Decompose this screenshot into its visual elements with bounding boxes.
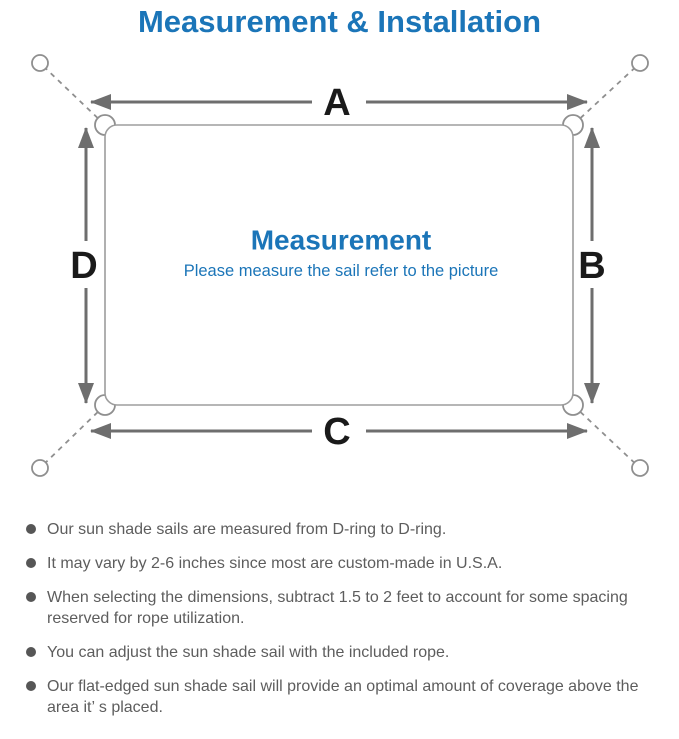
dimension-label-b: B (578, 245, 605, 287)
bullet-icon (26, 524, 36, 534)
anchor-point-icon-bottom-left (31, 459, 49, 477)
measurement-diagram: A C D B Measurement Please measure the s… (31, 54, 649, 477)
list-item-text: You can adjust the sun shade sail with t… (47, 644, 450, 661)
anchor-point-icon-top-left (31, 54, 49, 72)
anchor-point-icon-bottom-right (631, 459, 649, 477)
diagram-caption-heading: Measurement (251, 225, 432, 256)
bullet-icon (26, 592, 36, 602)
bullet-icon (26, 681, 36, 691)
dimension-label-c: C (323, 411, 350, 453)
list-item-text: It may vary by 2-6 inches since most are… (47, 555, 503, 572)
dimension-label-d: D (70, 245, 97, 287)
tension-line-top-right (572, 62, 641, 126)
list-item: You can adjust the sun shade sail with t… (26, 642, 651, 663)
list-item: It may vary by 2-6 inches since most are… (26, 553, 651, 574)
tension-line-bottom-left (39, 404, 106, 469)
sail-outline (104, 124, 574, 406)
list-item: When selecting the dimensions, subtract … (26, 587, 651, 629)
list-item: Our sun shade sails are measured from D-… (26, 519, 651, 540)
page-title: Measurement & Installation (137, 4, 542, 39)
diagram-caption-subtext: Please measure the sail refer to the pic… (184, 262, 499, 280)
list-item-text: When selecting the dimensions, subtract … (47, 589, 628, 627)
instruction-list: Our sun shade sails are measured from D-… (0, 519, 679, 718)
tension-line-top-left (39, 62, 106, 126)
list-item: Our flat-edged sun shade sail will provi… (26, 676, 651, 718)
anchor-point-icon-top-right (631, 54, 649, 72)
list-item-text: Our sun shade sails are measured from D-… (47, 521, 447, 538)
tension-line-bottom-right (572, 404, 641, 469)
list-item-text: Our flat-edged sun shade sail will provi… (47, 678, 639, 716)
bullet-icon (26, 558, 36, 568)
bullet-icon (26, 647, 36, 657)
dimension-label-a: A (323, 82, 350, 124)
